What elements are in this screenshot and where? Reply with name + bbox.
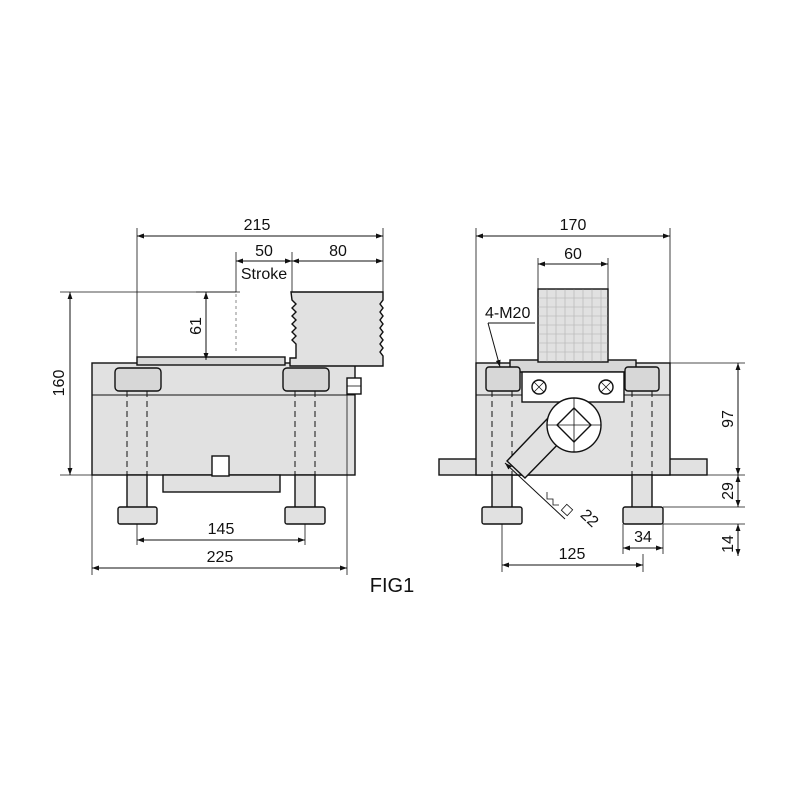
left-jaw — [289, 291, 384, 367]
right-foot-2 — [622, 506, 664, 525]
right-leg-2 — [631, 474, 653, 509]
right-jaw — [537, 288, 609, 363]
dim-97: 97 — [720, 410, 737, 428]
right-leg-1 — [491, 474, 513, 509]
right-clamp-head-1 — [485, 366, 521, 392]
dim-80: 80 — [329, 243, 347, 260]
dim-170: 170 — [560, 217, 587, 234]
dim-34: 34 — [634, 529, 652, 546]
left-foot-2 — [284, 506, 326, 525]
figure-label: FIG1 — [370, 575, 414, 597]
left-clamp-head-2 — [282, 367, 330, 392]
left-clamp-head-1 — [114, 367, 162, 392]
left-leg-2 — [294, 474, 316, 509]
dim-60: 60 — [564, 246, 582, 263]
left-bottom-rail — [162, 474, 281, 493]
dim-22-square: 22 — [577, 506, 602, 531]
dim-225: 225 — [207, 549, 234, 566]
left-foot-1 — [117, 506, 158, 525]
left-view: 215 50 80 Stroke 61 160 145 225 — [51, 217, 384, 575]
left-top-plate — [136, 356, 286, 366]
dim-61: 61 — [188, 317, 205, 335]
dim-50: 50 — [255, 243, 273, 260]
right-view: 170 60 4-M20 97 29 14 34 125 — [438, 217, 745, 572]
dim-125: 125 — [559, 546, 586, 563]
dim-215: 215 — [244, 217, 271, 234]
dim-160: 160 — [51, 370, 68, 397]
stroke-label: Stroke — [241, 266, 287, 283]
right-clamp-head-2 — [624, 366, 660, 392]
dim-145: 145 — [208, 521, 235, 538]
right-foot-1 — [481, 506, 523, 525]
dim-29: 29 — [720, 482, 737, 500]
right-jaw-grid — [538, 289, 608, 362]
left-window — [211, 455, 230, 477]
left-leg-1 — [126, 474, 148, 509]
thread-callout: 4-M20 — [485, 305, 530, 322]
dim-14: 14 — [720, 535, 737, 553]
